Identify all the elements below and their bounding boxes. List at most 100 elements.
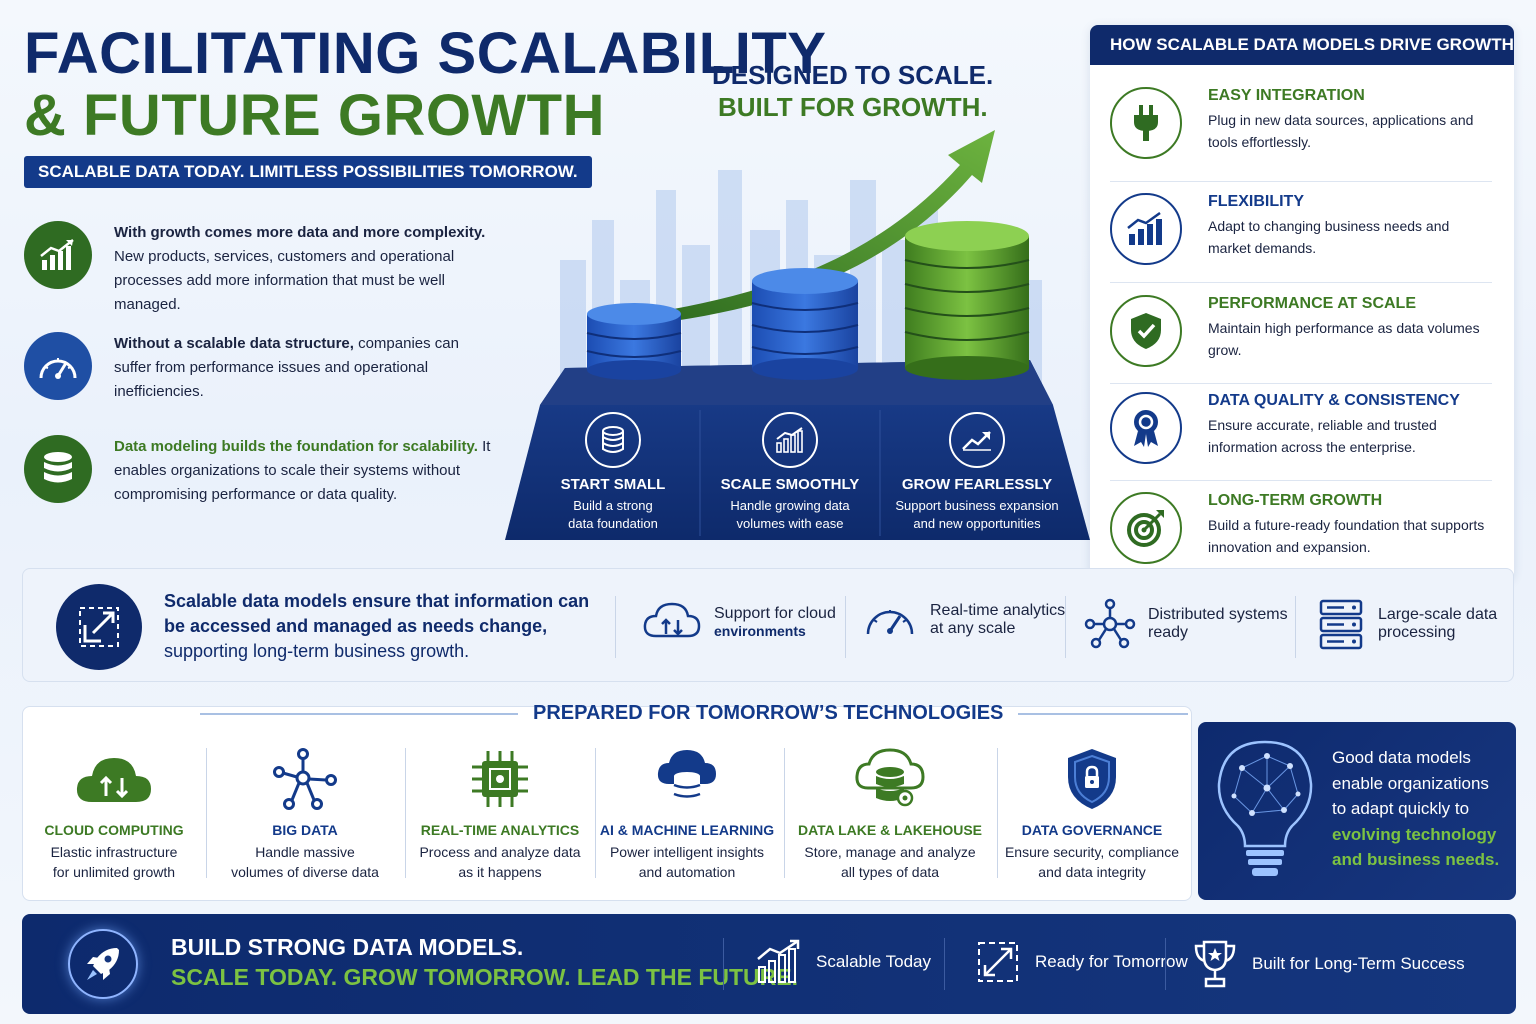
- point-growth: With growth comes more data and more com…: [24, 221, 494, 317]
- feature-line2: processing: [1378, 624, 1456, 641]
- divider: [723, 938, 724, 990]
- database-cloud-icon: [855, 748, 925, 807]
- tech-desc-line2: and data integrity: [1038, 864, 1146, 880]
- stage-title: START SMALL: [560, 476, 666, 493]
- feature-line1: Large-scale data: [1378, 606, 1498, 623]
- feature-line2: at any scale: [930, 620, 1016, 637]
- bar-growth-icon: [1110, 193, 1182, 265]
- tech-desc-line1: Ensure security, compliance: [1004, 844, 1180, 860]
- tech-desc-line2: and automation: [638, 864, 736, 880]
- point-scalable-bold: Without a scalable data structure,: [114, 335, 354, 352]
- tech-desc-line2: for unlimited growth: [52, 864, 176, 880]
- driver-long-term-growth: LONG-TERM GROWTH Build a future-ready fo…: [1110, 492, 1494, 564]
- driver-title: DATA QUALITY & CONSISTENCY: [1208, 392, 1460, 409]
- divider: [1110, 181, 1492, 182]
- stage-desc-line2: volumes with ease: [736, 516, 844, 531]
- panel-heading: HOW SCALABLE DATA MODELS DRIVE GROWTH: [1090, 25, 1514, 65]
- driver-performance: PERFORMANCE AT SCALE Maintain high perfo…: [1110, 295, 1494, 367]
- feature-line2: ready: [1148, 624, 1189, 641]
- driver-title: EASY INTEGRATION: [1208, 87, 1365, 104]
- tech-desc-line2: as it happens: [458, 864, 542, 880]
- divider: [944, 938, 945, 990]
- stage-start-small: START SMALL Build a strong data foundati…: [520, 412, 706, 533]
- tech-desc-line1: Store, manage and analyze: [804, 844, 976, 860]
- divider: [1165, 938, 1166, 990]
- hero-title-line1: DESIGNED TO SCALE.: [712, 60, 994, 90]
- driver-data-quality: DATA QUALITY & CONSISTENCY Ensure accura…: [1110, 392, 1494, 464]
- shield-check-icon: [1110, 295, 1182, 367]
- tech-data-lake: DATA LAKE & LAKEHOUSE Store, manage and …: [795, 744, 985, 882]
- summary-band: [22, 568, 1514, 682]
- small-database-stack: [586, 303, 682, 380]
- expand-arrows-icon: [56, 584, 142, 670]
- tech-desc-line1: Elastic infrastructure: [50, 844, 178, 860]
- growth-chart-icon: [24, 221, 92, 289]
- stage-desc-line2: and new opportunities: [913, 516, 1041, 531]
- driver-text: Maintain high performance as data volume…: [1208, 320, 1480, 358]
- tech-ai-ml: AI & MACHINE LEARNING Power intelligent …: [592, 744, 782, 882]
- stage-desc-line2: data foundation: [568, 516, 658, 531]
- tech-desc-line1: Handle massive: [255, 844, 355, 860]
- summary-rest: supporting long-term business growth.: [164, 641, 470, 661]
- tech-title: CLOUD COMPUTING: [44, 822, 184, 838]
- server-stack-icon: [1319, 599, 1363, 650]
- point-growth-bold: With growth comes more data and more com…: [114, 224, 486, 241]
- bar-growth-icon: [762, 412, 818, 468]
- network-nodes-icon: [1084, 598, 1136, 649]
- award-ribbon-icon: [1110, 392, 1182, 464]
- stage-title: GROW FEARLESSLY: [901, 476, 1053, 493]
- tech-title: DATA GOVERNANCE: [1021, 822, 1163, 838]
- feature-line1: Distributed systems: [1148, 606, 1288, 623]
- footer-feature-scalable: Scalable Today: [756, 939, 931, 985]
- footer-feature-label: Ready for Tomorrow: [1035, 952, 1188, 971]
- stage-grow-fearlessly: GROW FEARLESSLY Support business expansi…: [884, 412, 1070, 533]
- trophy-icon: [1194, 940, 1236, 988]
- technologies-title: PREPARED FOR TOMORROW’S TECHNOLOGIES: [533, 702, 1004, 724]
- divider: [206, 748, 207, 878]
- feature-line2: environments: [714, 623, 806, 639]
- plug-icon: [1110, 87, 1182, 159]
- hero-title-line2: BUILT FOR GROWTH.: [718, 92, 988, 122]
- summary-bold: Scalable data models ensure that informa…: [164, 591, 590, 636]
- shield-lock-icon: [1068, 749, 1116, 809]
- divider: [1065, 596, 1066, 658]
- point-scalable-text: companies can suffer from performance is…: [114, 335, 459, 400]
- subtitle-banner: SCALABLE DATA TODAY. LIMITLESS POSSIBILI…: [24, 156, 592, 188]
- stage-desc-line1: Handle growing data: [730, 498, 850, 513]
- tech-title: BIG DATA: [272, 822, 338, 838]
- driver-text: Build a future-ready foundation that sup…: [1208, 517, 1485, 555]
- tech-desc-line1: Power intelligent insights: [609, 844, 765, 860]
- point-scalable: Without a scalable data structure, compa…: [24, 332, 494, 404]
- driver-text: Ensure accurate, reliable and trusted in…: [1208, 417, 1437, 455]
- medium-database-stack: [751, 268, 859, 380]
- growth-arrow-icon: [640, 130, 995, 325]
- tech-realtime-analytics: REAL-TIME ANALYTICS Process and analyze …: [405, 744, 595, 882]
- divider: [1110, 383, 1492, 384]
- divider: [784, 748, 785, 878]
- divider: [1018, 713, 1188, 715]
- divider: [997, 748, 998, 878]
- divider: [845, 596, 846, 658]
- divider: [1295, 596, 1296, 658]
- point-growth-text: New products, services, customers and op…: [114, 248, 455, 313]
- tech-desc-line2: all types of data: [840, 864, 940, 880]
- database-icon: [24, 435, 92, 503]
- target-icon: [1110, 492, 1182, 564]
- stage-title: SCALE SMOOTHLY: [720, 476, 860, 493]
- feature-realtime: Real-time analytics at any scale: [862, 598, 1065, 642]
- footer-headline: BUILD STRONG DATA MODELS.: [171, 934, 524, 960]
- divider: [1110, 480, 1492, 481]
- database-icon: [585, 412, 641, 468]
- page-title-line2: & FUTURE GROWTH: [24, 83, 605, 148]
- tech-cloud-computing: CLOUD COMPUTING Elastic infrastructure f…: [19, 744, 209, 882]
- tech-title: DATA LAKE & LAKEHOUSE: [797, 822, 983, 838]
- speedometer-icon: [866, 610, 914, 635]
- cloud-sync-icon: [643, 602, 701, 638]
- insight-text-white: Good data models enable organizations to…: [1332, 748, 1489, 818]
- insight-text-green: evolving technology and business needs.: [1332, 824, 1500, 870]
- growth-drivers-panel: HOW SCALABLE DATA MODELS DRIVE GROWTH EA…: [1090, 25, 1514, 580]
- stage-desc-line1: Support business expansion: [895, 498, 1059, 513]
- footer-feature-label: Built for Long-Term Success: [1252, 954, 1465, 973]
- driver-title: PERFORMANCE AT SCALE: [1208, 295, 1416, 312]
- network-nodes-icon: [273, 748, 337, 810]
